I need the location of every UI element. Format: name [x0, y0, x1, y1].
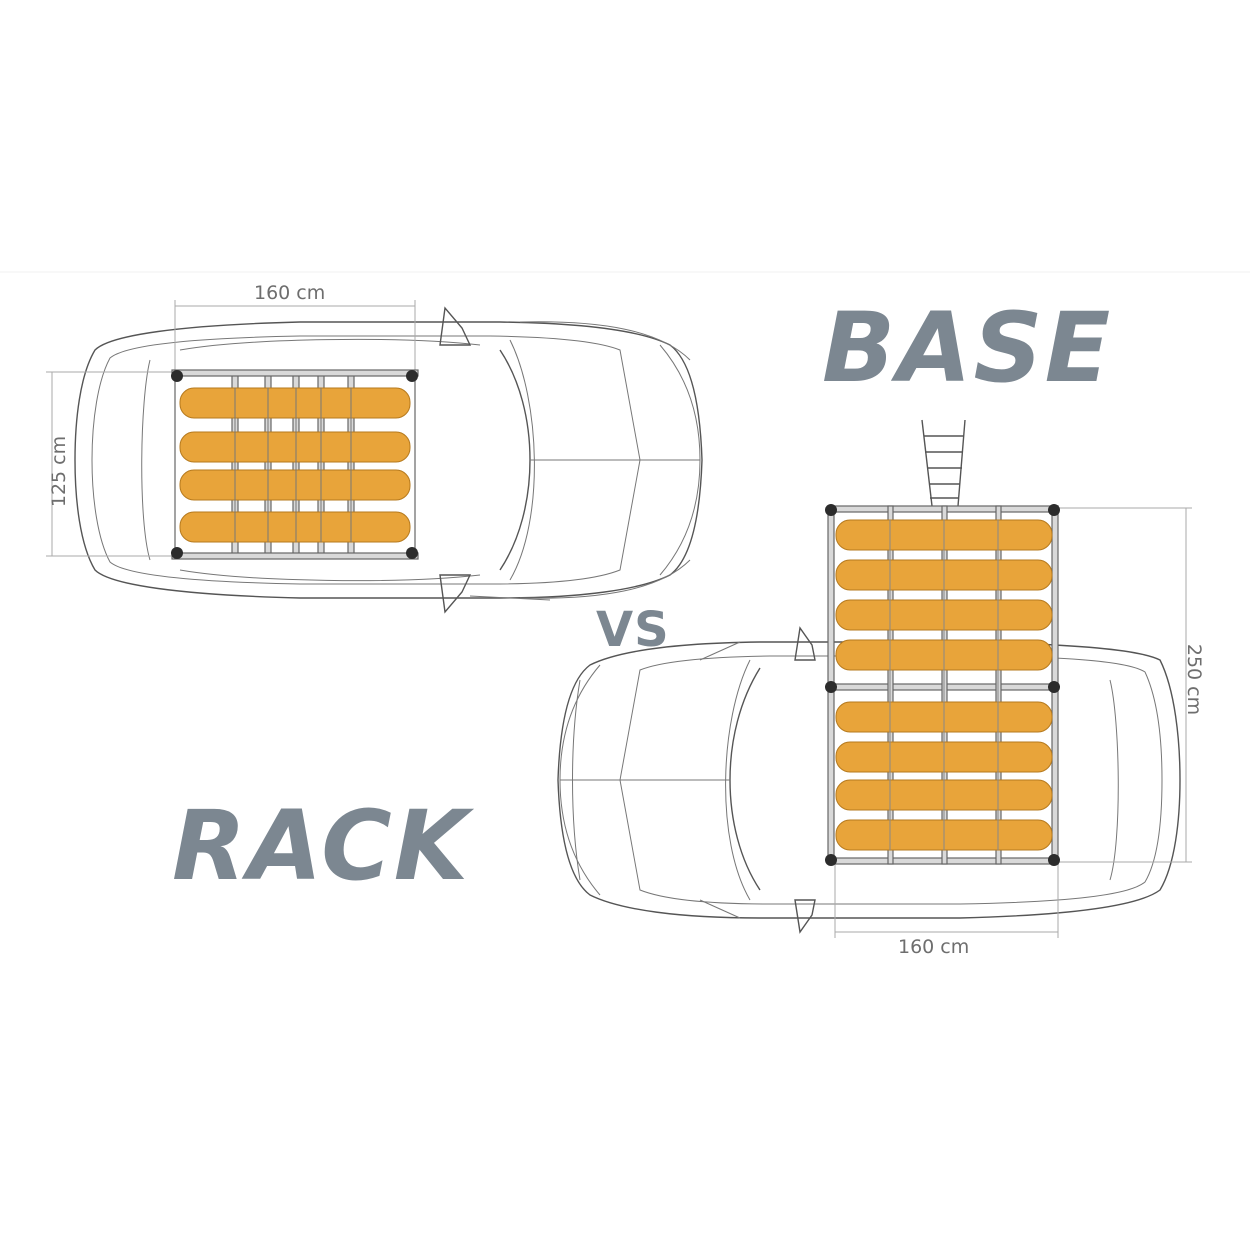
rack-car [74, 306, 703, 614]
rack-width-label: 160 cm [254, 282, 326, 304]
rack-title: RACK [172, 790, 471, 902]
rack-dimension-lines [46, 300, 416, 557]
rack-length-label: 125 cm [48, 435, 71, 508]
base-car [557, 626, 1181, 934]
roof-base [825, 504, 1060, 866]
roof-rack [171, 369, 419, 560]
base-title: BASE [822, 292, 1113, 404]
base-dimension-lines [834, 507, 1192, 938]
vs-label: VS [596, 602, 670, 658]
base-length-label: 250 cm [1183, 643, 1206, 716]
rack-planks [179, 387, 411, 543]
ladder [921, 419, 966, 507]
base-width-label: 160 cm [898, 936, 970, 958]
